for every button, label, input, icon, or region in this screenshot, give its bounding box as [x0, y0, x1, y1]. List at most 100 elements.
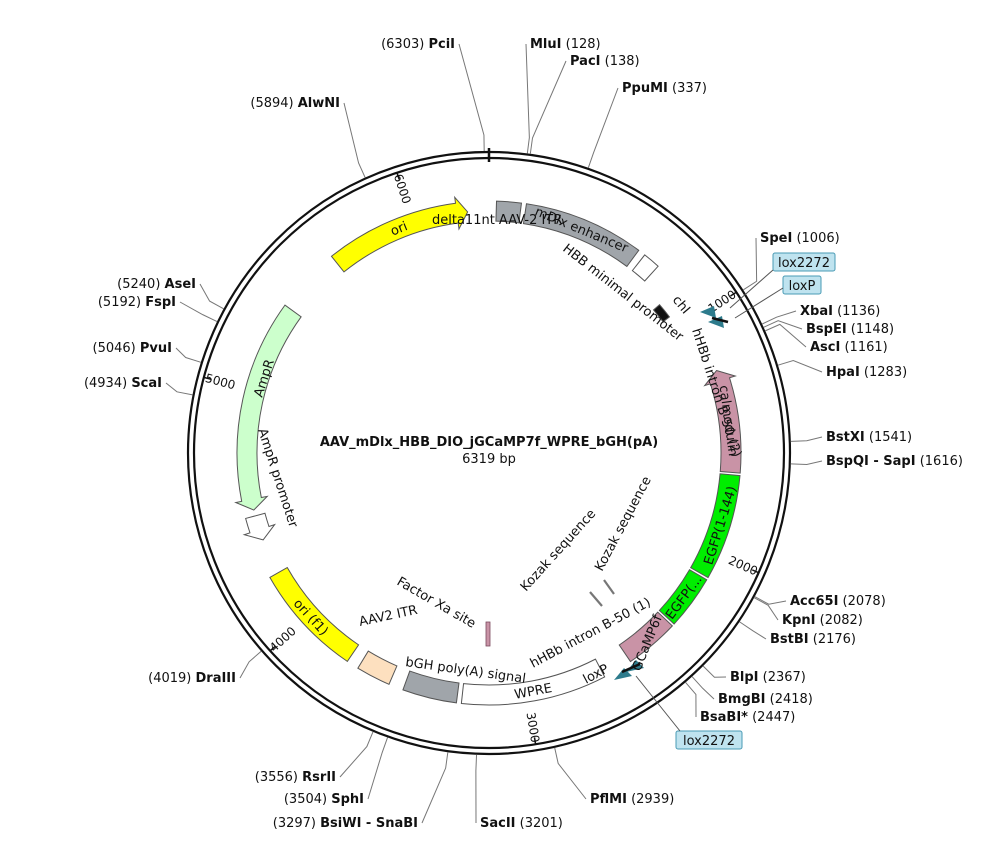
feature-label-ori: ori — [389, 219, 410, 239]
tick-label-6000: 6000 — [391, 172, 414, 205]
tick-label-2000: 2000 — [726, 553, 760, 578]
feature-gcamp — [618, 611, 674, 663]
label-factor-xa: Factor Xa site — [394, 574, 478, 631]
badge-lox2272-top: lox2272 — [772, 252, 836, 272]
site-label-6: BspEI (1148) — [806, 322, 894, 337]
feature-calm — [703, 369, 742, 474]
site-leader-15 — [691, 676, 715, 700]
site-label-9: BstXI (1541) — [826, 430, 912, 445]
feature-bgh — [402, 670, 460, 704]
lox2272-marker-1 — [700, 306, 716, 318]
label-kozak-2: Kozak sequence — [592, 474, 655, 574]
site-leader-3 — [587, 87, 619, 168]
feature-egfp1 — [689, 473, 741, 579]
site-leader-1 — [525, 43, 530, 154]
tick-6000 — [396, 172, 400, 180]
site-label-4: SpeI (1006) — [760, 231, 840, 246]
label-itr5: delta11nt AAV-2 ITR — [432, 213, 562, 228]
feature-ori — [330, 195, 469, 273]
site-label-19: (3297) BsiWI - SnaBI — [273, 816, 418, 831]
svg-text:lox2272: lox2272 — [683, 734, 735, 749]
site-leader-11 — [754, 596, 787, 605]
site-leader-8 — [777, 359, 823, 373]
svg-text:loxP: loxP — [789, 279, 816, 294]
loxp-marker-2 — [614, 668, 632, 680]
tick-3000 — [533, 737, 537, 745]
site-label-11: Acc65I (2078) — [790, 594, 886, 609]
site-label-16: BsaBI* (2447) — [700, 710, 795, 725]
site-leader-14 — [702, 665, 727, 678]
site-label-3: PpuMI (337) — [622, 81, 707, 96]
badge-loxp-top: loxP — [782, 275, 822, 295]
plasmid-size: 6319 bp — [462, 452, 516, 467]
feature-f1 — [269, 566, 360, 663]
feature-egfp2 — [658, 569, 708, 625]
feature-mdlx — [522, 203, 640, 268]
site-leader-2 — [529, 60, 567, 154]
tick-label-3000: 3000 — [524, 711, 543, 743]
label-kozak-1: Kozak sequence — [518, 507, 599, 595]
site-leader-24 — [175, 347, 202, 363]
label-chi: chI — [669, 293, 693, 317]
site-label-14: BlpI (2367) — [730, 670, 806, 685]
feature-wpre — [460, 658, 606, 706]
site-label-5: XbaI (1136) — [800, 304, 880, 319]
site-label-7: AscI (1161) — [810, 340, 888, 355]
site-leader-10 — [790, 460, 823, 465]
site-label-1: MluI (128) — [530, 37, 601, 52]
tick-label-4000: 4000 — [267, 624, 299, 655]
badge-lox2272-bottom: lox2272 — [675, 730, 743, 750]
site-label-13: BstBI (2176) — [770, 632, 856, 647]
site-leader-26 — [199, 283, 224, 310]
feature-itr5 — [495, 200, 523, 224]
plasmid-name: AAV_mDlx_HBB_DIO_jGCaMP7f_WPRE_bGH(pA) — [320, 435, 658, 450]
site-label-18: SacII (3201) — [480, 816, 563, 831]
site-label-25: (5192) FspI — [98, 295, 176, 310]
lox-link-1 — [711, 316, 729, 324]
site-label-27: (5894) AlwNI — [250, 96, 340, 111]
restriction-site-layer: (6303) PciI MluI (128) PacI (138) PpuMI (33… — [84, 37, 963, 831]
feature-ampr — [234, 304, 302, 511]
tick-2000 — [751, 569, 759, 574]
feature-hbb — [631, 254, 659, 282]
site-label-20: (3504) SphI — [284, 792, 364, 807]
site-leader-27 — [343, 102, 366, 178]
site-leader-13 — [739, 621, 767, 640]
site-label-17: PflMI (2939) — [590, 792, 674, 807]
site-leader-21 — [339, 731, 374, 778]
tick-5000 — [203, 376, 211, 380]
kozak-marker-2 — [603, 579, 615, 595]
site-label-8: HpaI (1283) — [826, 365, 907, 380]
kozak-marker-1 — [589, 591, 603, 607]
site-leader-18 — [475, 754, 478, 824]
tick-1000 — [730, 291, 737, 297]
tick-label-5000: 5000 — [204, 371, 237, 392]
feature-ampp — [242, 512, 277, 541]
feature-itr3 — [357, 650, 398, 685]
site-label-2: PacI (138) — [570, 54, 640, 69]
site-label-23: (4934) ScaI — [84, 376, 162, 391]
site-leader-19 — [421, 752, 449, 824]
site-leader-23 — [165, 382, 193, 396]
site-label-10: BspQI - SapI (1616) — [826, 454, 963, 469]
feature-chi — [652, 304, 671, 323]
site-label-24: (5046) PvuI — [93, 341, 172, 356]
svg-text:lox2272: lox2272 — [778, 256, 830, 271]
site-leader-25 — [179, 301, 218, 323]
site-label-0: (6303) PciI — [381, 37, 455, 52]
site-leader-4 — [742, 237, 758, 291]
site-leader-12 — [753, 597, 779, 621]
site-leader-5 — [761, 310, 797, 325]
site-label-12: KpnI (2082) — [782, 613, 863, 628]
site-leader-9 — [790, 436, 823, 442]
site-label-22: (4019) DraIII — [148, 671, 236, 686]
site-leader-16 — [685, 682, 697, 718]
site-leader-20 — [367, 737, 389, 800]
lox-link-2 — [621, 662, 641, 674]
site-leader-7 — [764, 323, 807, 348]
feature-label-wpre: WPRE — [513, 681, 553, 703]
factor-xa-site-marker — [485, 621, 491, 647]
site-label-15: BmgBI (2418) — [718, 692, 813, 707]
site-label-21: (3556) RsrII — [255, 770, 336, 785]
